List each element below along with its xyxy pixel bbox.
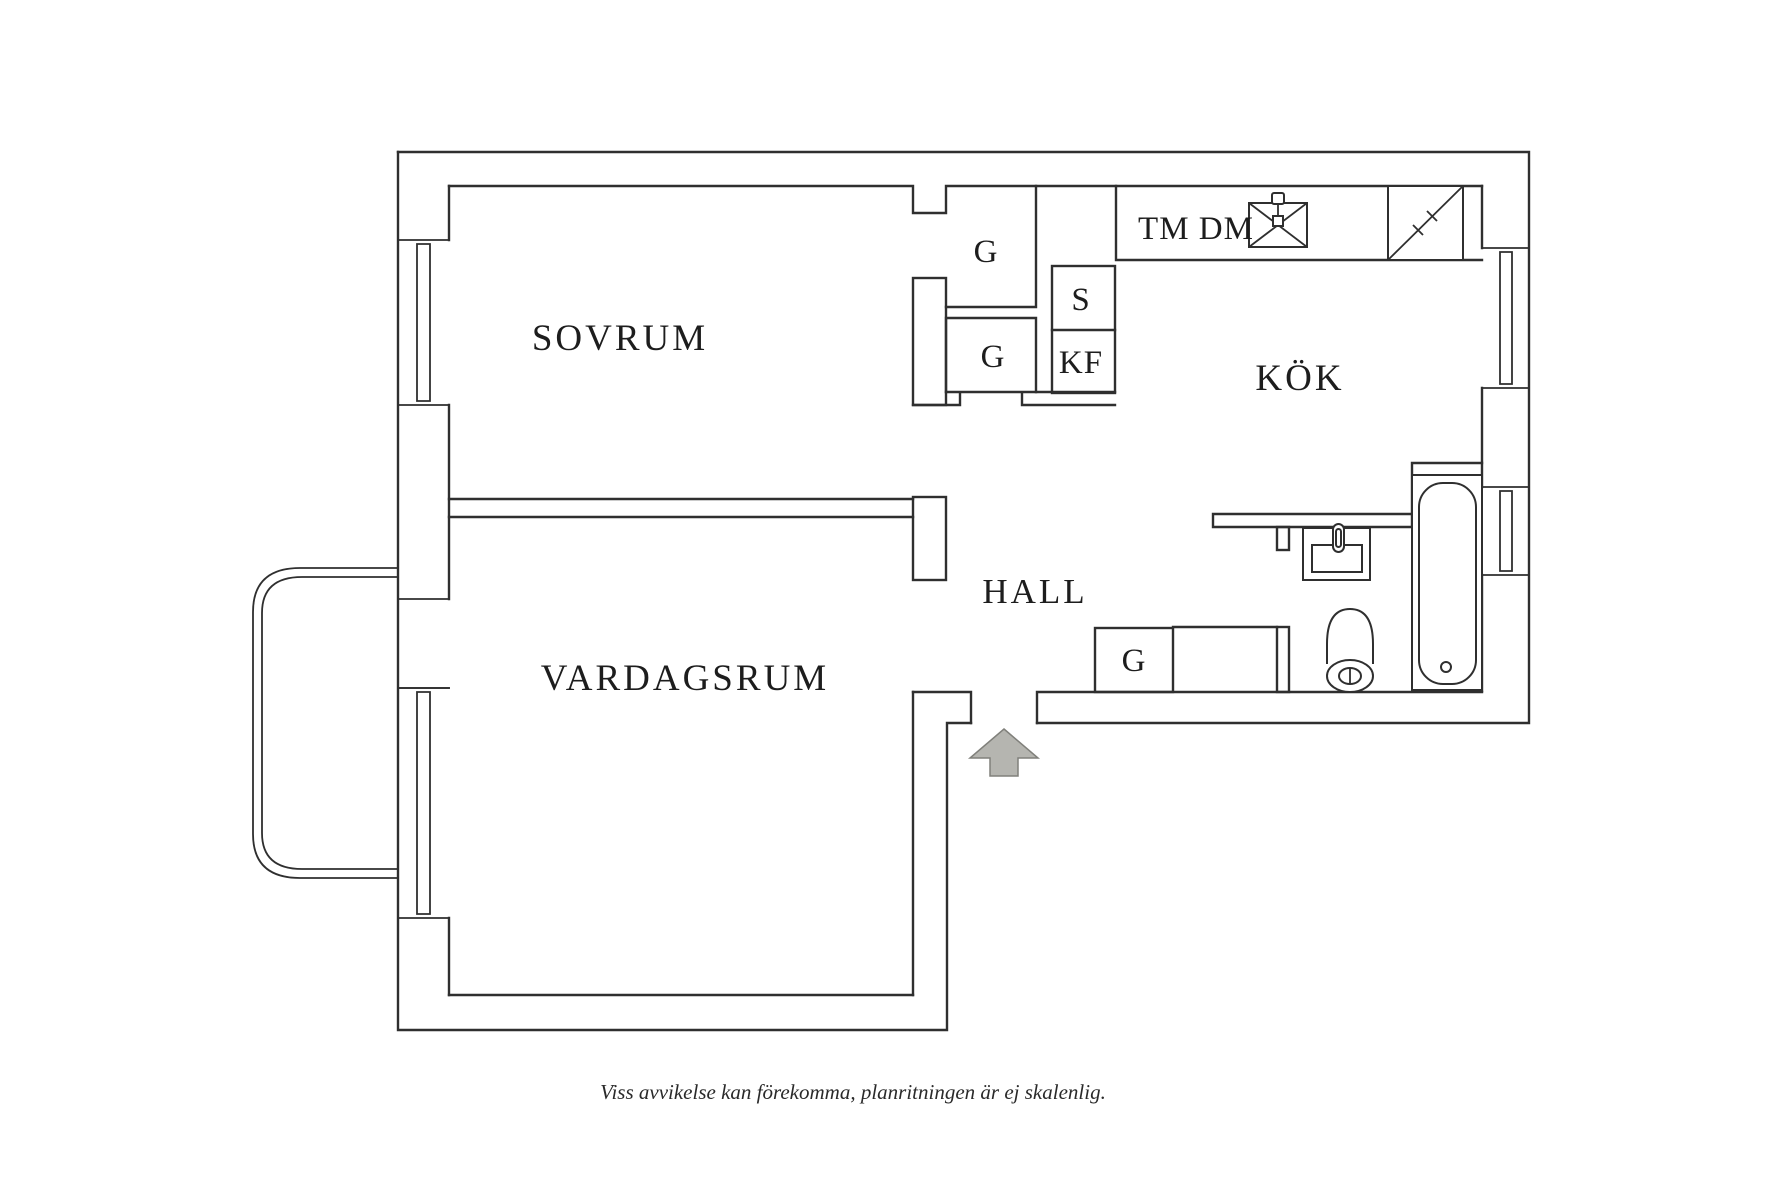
hall-closet-label: G [1122, 643, 1147, 679]
windows [397, 239, 1530, 919]
bedroom-door-pier [911, 495, 948, 582]
wardrobe-lower-label: G [981, 339, 1006, 375]
wardrobe-lower-walls [944, 316, 1038, 394]
wardrobe-upper-walls [944, 184, 1038, 309]
inner-wall-south [911, 690, 1484, 725]
living-room-label: VARDAGSRUM [541, 658, 829, 699]
balcony-railing-outer [252, 567, 399, 879]
toilet-icon [1326, 607, 1374, 693]
exterior-walls [396, 150, 1531, 1032]
disclaimer-caption: Viss avvikelse kan förekomma, planritnin… [600, 1080, 1106, 1104]
balcony [252, 567, 399, 879]
entrance-arrow-icon [967, 728, 1041, 777]
washbasin-icon [1302, 523, 1371, 581]
outer-wall-face-left [396, 150, 973, 1032]
bathroom-west-wall-top [1275, 525, 1291, 552]
sink-icon [1248, 192, 1308, 248]
balcony-door-jambs [397, 598, 450, 689]
kitchen-window-icon [1481, 247, 1530, 389]
interior-walls [447, 184, 1484, 694]
kitchen-label: KÖK [1255, 358, 1344, 399]
bedroom-east-wall [911, 276, 948, 407]
inner-wall-top [447, 184, 1484, 215]
washer-dishwasher-label: TM DM [1138, 211, 1254, 247]
hall-label: HALL [982, 572, 1087, 611]
stove-icon [1387, 185, 1464, 261]
hall-north-wall [911, 390, 1117, 407]
balcony-railing-inner [261, 576, 399, 870]
bedroom-label: SOVRUM [532, 318, 708, 359]
kitchen-fixtures [1248, 185, 1464, 261]
wardrobe-upper-label: G [974, 234, 999, 270]
fridge-freezer-label: KF [1059, 345, 1103, 381]
bathroom-west-wall-bottom [1275, 625, 1291, 694]
bathtub-icon [1411, 474, 1483, 691]
outer-wall-face [396, 150, 1531, 725]
bedroom-window-icon [397, 239, 450, 406]
room-labels: SOVRUM VARDAGSRUM KÖK HALL TM DM G G S K… [532, 211, 1344, 699]
living-room-window-icon [397, 687, 450, 919]
hall-closet-box [1093, 626, 1175, 694]
bathroom-fixtures [1302, 474, 1483, 693]
bedroom-livingroom-wall [447, 497, 915, 519]
pantry-label: S [1071, 282, 1090, 318]
bathroom-window-icon [1481, 486, 1530, 576]
